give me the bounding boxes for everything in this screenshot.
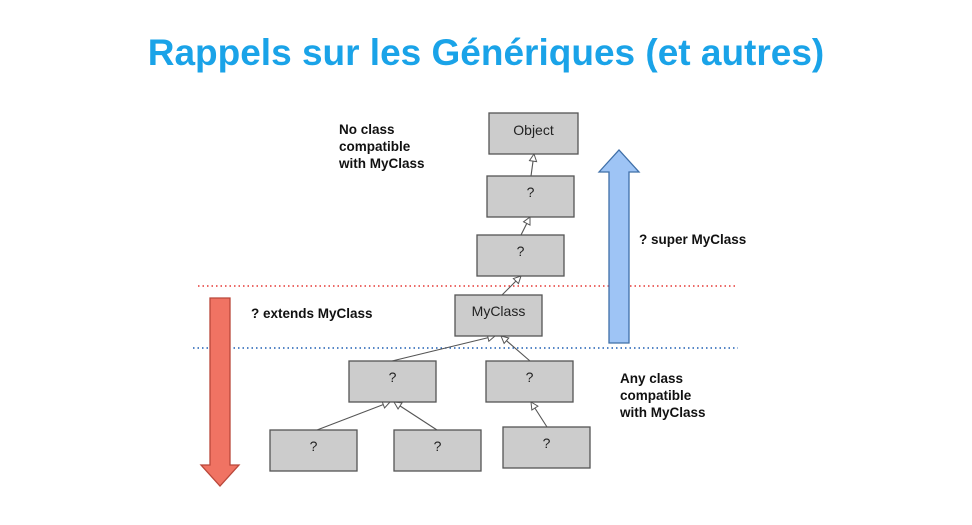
edge-subright-myclass (501, 336, 531, 362)
super-label: ? super MyClass (639, 232, 747, 247)
extends-arrow-icon (199, 297, 241, 487)
extends-label: ? extends MyClass (251, 306, 373, 321)
class-node-leaf-2: ? (393, 429, 482, 472)
edge-myclass-super2 (501, 276, 521, 296)
class-node-object: Object (488, 112, 579, 155)
class-node-sub-right: ? (485, 360, 574, 403)
edge-super1-object (531, 154, 534, 177)
edge-subleft-myclass (391, 336, 495, 362)
no-class-compatible-note: No class compatible with MyClass (339, 122, 425, 171)
edge-leaf1-subleft (316, 402, 390, 431)
class-node-sub-left: ? (348, 360, 437, 403)
class-node-leaf-3: ? (502, 426, 591, 469)
node-label: Object (513, 122, 554, 138)
edge-super2-super1 (520, 217, 530, 236)
class-node-myclass: MyClass (454, 294, 543, 337)
edge-leaf2-subleft (394, 402, 438, 431)
node-label: ? (389, 369, 397, 385)
class-node-super1: ? (486, 175, 575, 218)
node-label: ? (517, 243, 525, 259)
page-title: Rappels sur les Génériques (et autres) (147, 32, 825, 73)
super-arrow-icon (597, 149, 641, 344)
node-label: ? (310, 438, 318, 454)
node-label: ? (434, 438, 442, 454)
node-label: ? (526, 369, 534, 385)
node-label: ? (543, 435, 551, 451)
node-label: MyClass (472, 303, 526, 319)
node-label: ? (527, 184, 535, 200)
class-node-super2: ? (476, 234, 565, 277)
class-node-leaf-1: ? (269, 429, 358, 472)
any-class-compatible-note: Any class compatible with MyClass (620, 371, 706, 420)
edge-leaf3-subright (531, 402, 548, 428)
